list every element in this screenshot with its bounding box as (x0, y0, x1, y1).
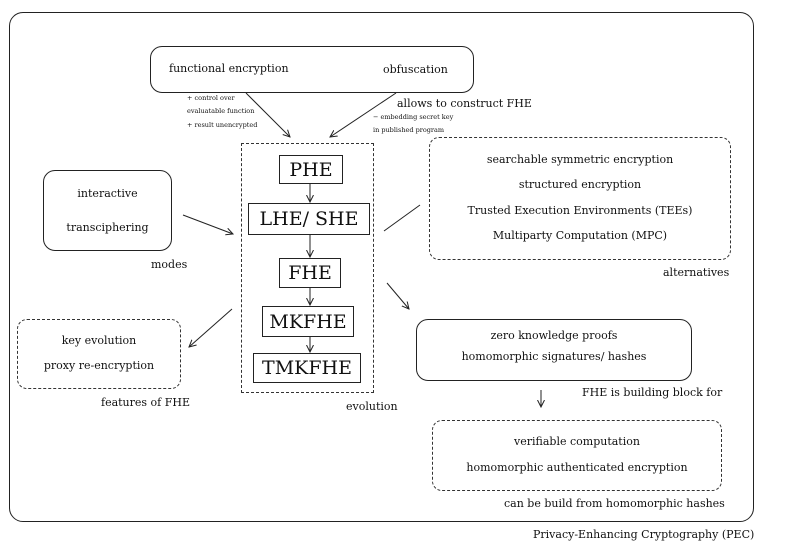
mkfhe-node: MKFHE (262, 306, 354, 337)
arrow-evolution-to-features (189, 308, 233, 347)
phe-node: PHE (279, 155, 343, 184)
tmkfhe-node: TMKFHE (253, 353, 361, 383)
features-item-key-evolution: key evolution (61, 334, 137, 347)
alternatives-item-structured: structured encryption (518, 178, 642, 191)
arrow-evolution-to-building-block (386, 282, 409, 309)
arrow-obfuscation-to-evolution (330, 92, 397, 137)
building-block-label: FHE is building block for (582, 386, 723, 399)
pec-title: Privacy-Enhancing Cryptography (PEC) (533, 528, 755, 541)
building-block-item-homomorphic-signatures: homomorphic signatures/ hashes (461, 350, 647, 363)
alternatives-item-mpc: Multiparty Computation (MPC) (492, 229, 668, 242)
alternatives-item-sse: searchable symmetric encryption (486, 153, 674, 166)
alternatives-label: alternatives (663, 266, 730, 279)
homomorphic-hashes-box: verifiable computation homomorphic authe… (432, 420, 722, 491)
hashes-item-authenticated-encryption: homomorphic authenticated encryption (466, 461, 688, 474)
obfuscation-note-line-1: − embedding secret key (373, 113, 454, 121)
functional-obfuscation-box: functional encryption obfuscation (150, 46, 474, 93)
modes-box: interactive transciphering (43, 170, 172, 251)
obfuscation-note-line-2: in published program (373, 126, 445, 134)
fhe-node: FHE (279, 258, 341, 288)
obfuscation-label: obfuscation (383, 63, 448, 76)
line-evolution-to-alternatives (383, 204, 421, 232)
hashes-item-verifiable-computation: verifiable computation (514, 435, 640, 448)
fe-note-2: evaluatable function (187, 107, 255, 115)
obfuscation-note: allows to construct FHE (397, 97, 532, 110)
building-block-item-zkp: zero knowledge proofs (490, 329, 618, 342)
arrow-modes-to-evolution (182, 214, 233, 234)
building-block-box: zero knowledge proofs homomorphic signat… (416, 319, 692, 381)
functional-encryption-label: functional encryption (169, 62, 289, 75)
fe-note-3: + result unencrypted (187, 121, 258, 129)
alternatives-box: searchable symmetric encryption structur… (429, 137, 731, 260)
pec-frame (9, 12, 754, 522)
modes-item-transciphering: transciphering (66, 221, 149, 234)
fe-note-1: + control over (187, 94, 235, 102)
evolution-box (241, 143, 374, 393)
evolution-label: evolution (346, 400, 398, 413)
modes-item-interactive: interactive (77, 187, 138, 200)
lhe-she-node: LHE/ SHE (248, 203, 370, 235)
arrow-fe-to-evolution (245, 92, 290, 137)
features-item-proxy-reencryption: proxy re-encryption (43, 359, 155, 372)
features-label: features of FHE (101, 396, 190, 409)
homomorphic-hashes-label: can be build from homomorphic hashes (504, 497, 725, 510)
features-box: key evolution proxy re-encryption (17, 319, 181, 389)
modes-label: modes (151, 258, 188, 271)
alternatives-item-tee: Trusted Execution Environments (TEEs) (467, 204, 693, 217)
